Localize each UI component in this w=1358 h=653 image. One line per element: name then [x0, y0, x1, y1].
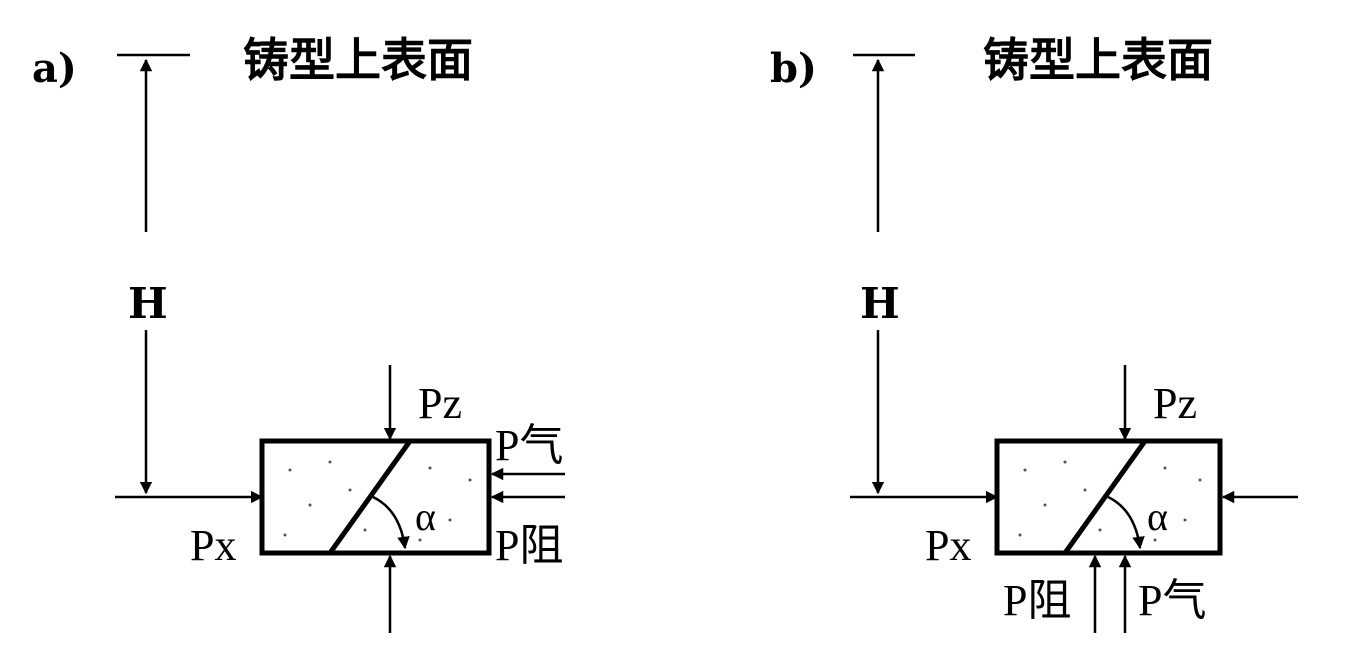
panel-a-height-label: H — [128, 279, 168, 328]
panel-b-height-label: H — [860, 279, 900, 328]
panel-a-core-print-line — [327, 439, 413, 555]
panel-b-angle-label: α — [1147, 494, 1168, 539]
panel-b-sand-dots — [1018, 460, 1202, 542]
panel-b-tag: b) — [770, 45, 817, 92]
panel-a-angle-label: α — [415, 494, 436, 539]
panel-a-p-resist-label: P阻 — [495, 521, 563, 570]
panel-a-pz-label: Pz — [418, 379, 462, 428]
panel-a-p-gas-label: P气 — [495, 421, 563, 470]
panel-b-p-gas-label: P气 — [1138, 576, 1206, 625]
panel-b: b) 铸型上表面 H α Px Pz P阻 P气 — [770, 33, 1298, 633]
panel-a-surface-label: 铸型上表面 — [243, 33, 473, 87]
panel-b-surface-label: 铸型上表面 — [983, 33, 1213, 87]
panel-b-angle-arc — [1107, 495, 1145, 550]
panel-a-sand-dots — [283, 460, 472, 542]
panel-b-core-print-line — [1062, 439, 1148, 555]
panel-a: a) 铸型上表面 H α Px Pz P气 P阻 — [32, 33, 565, 633]
panel-b-px-label: Px — [925, 521, 971, 570]
panel-a-px-label: Px — [190, 521, 236, 570]
panel-b-pz-label: Pz — [1153, 379, 1197, 428]
panel-a-tag: a) — [32, 45, 77, 92]
panel-a-angle-arc — [372, 495, 410, 550]
panel-b-p-resist-label: P阻 — [1003, 576, 1071, 625]
